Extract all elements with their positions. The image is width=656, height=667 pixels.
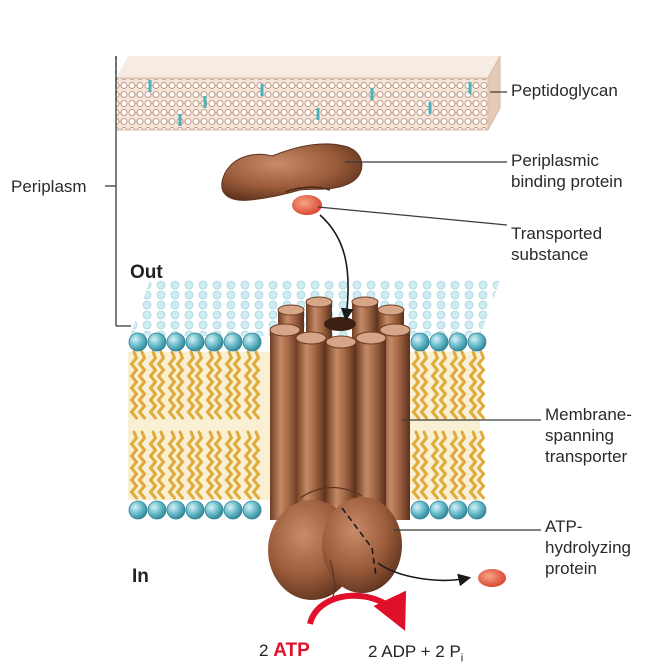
lipid-head bbox=[205, 333, 223, 351]
lipid-head bbox=[167, 333, 185, 351]
periplasmic-binding-protein bbox=[222, 144, 362, 200]
transported-substance-molecule bbox=[292, 195, 322, 215]
label-line: transporter bbox=[545, 446, 632, 467]
lipid-head bbox=[205, 501, 223, 519]
lipid-head bbox=[430, 501, 448, 519]
lipid-head bbox=[186, 501, 204, 519]
label-atp-hydrolyzing-protein: ATP- hydrolyzing protein bbox=[545, 516, 631, 579]
lipid-head bbox=[224, 333, 242, 351]
label-in: In bbox=[132, 566, 149, 588]
label-line: Periplasmic bbox=[511, 150, 623, 171]
label-line: Membrane- bbox=[545, 404, 632, 425]
label-line: spanning bbox=[545, 425, 632, 446]
label-line: Transported bbox=[511, 223, 602, 244]
label-line: binding protein bbox=[511, 171, 623, 192]
lipid-head bbox=[148, 501, 166, 519]
label-out: Out bbox=[130, 262, 163, 284]
lipid-head bbox=[224, 501, 242, 519]
lipid-head bbox=[129, 333, 147, 351]
label-line: ATP- bbox=[545, 516, 631, 537]
lipid-head bbox=[243, 501, 261, 519]
label-transported-substance: Transported substance bbox=[511, 223, 602, 265]
lipid-head bbox=[430, 333, 448, 351]
lipid-head bbox=[411, 501, 429, 519]
label-line: hydrolyzing bbox=[545, 537, 631, 558]
products-text: 2 ADP + 2 P bbox=[368, 642, 461, 661]
label-membrane-spanning-transporter: Membrane- spanning transporter bbox=[545, 404, 632, 467]
label-periplasmic-binding-protein: Periplasmic binding protein bbox=[511, 150, 623, 192]
adp-products: 2 ADP + 2 Pi bbox=[368, 642, 463, 664]
atp-coefficient: 2 bbox=[259, 641, 268, 660]
lipid-head bbox=[449, 333, 467, 351]
lipid-head bbox=[411, 333, 429, 351]
lipid-head bbox=[468, 333, 486, 351]
label-peptidoglycan: Peptidoglycan bbox=[511, 80, 618, 101]
atp-reactant: 2 ATP bbox=[259, 640, 310, 662]
products-subscript: i bbox=[461, 652, 463, 664]
peptidoglycan-layer bbox=[116, 56, 500, 130]
lipid-head bbox=[243, 333, 261, 351]
label-line: protein bbox=[545, 558, 631, 579]
lipid-head bbox=[167, 501, 185, 519]
lipid-head bbox=[129, 501, 147, 519]
atp-hydrolysis-arrow bbox=[310, 596, 400, 624]
label-line: substance bbox=[511, 244, 602, 265]
released-substance-molecule bbox=[478, 569, 506, 587]
lipid-head bbox=[449, 501, 467, 519]
label-periplasm: Periplasm bbox=[11, 176, 87, 197]
lipid-head bbox=[468, 501, 486, 519]
lipid-head bbox=[148, 333, 166, 351]
atp-label: ATP bbox=[273, 640, 310, 661]
lipid-head bbox=[186, 333, 204, 351]
